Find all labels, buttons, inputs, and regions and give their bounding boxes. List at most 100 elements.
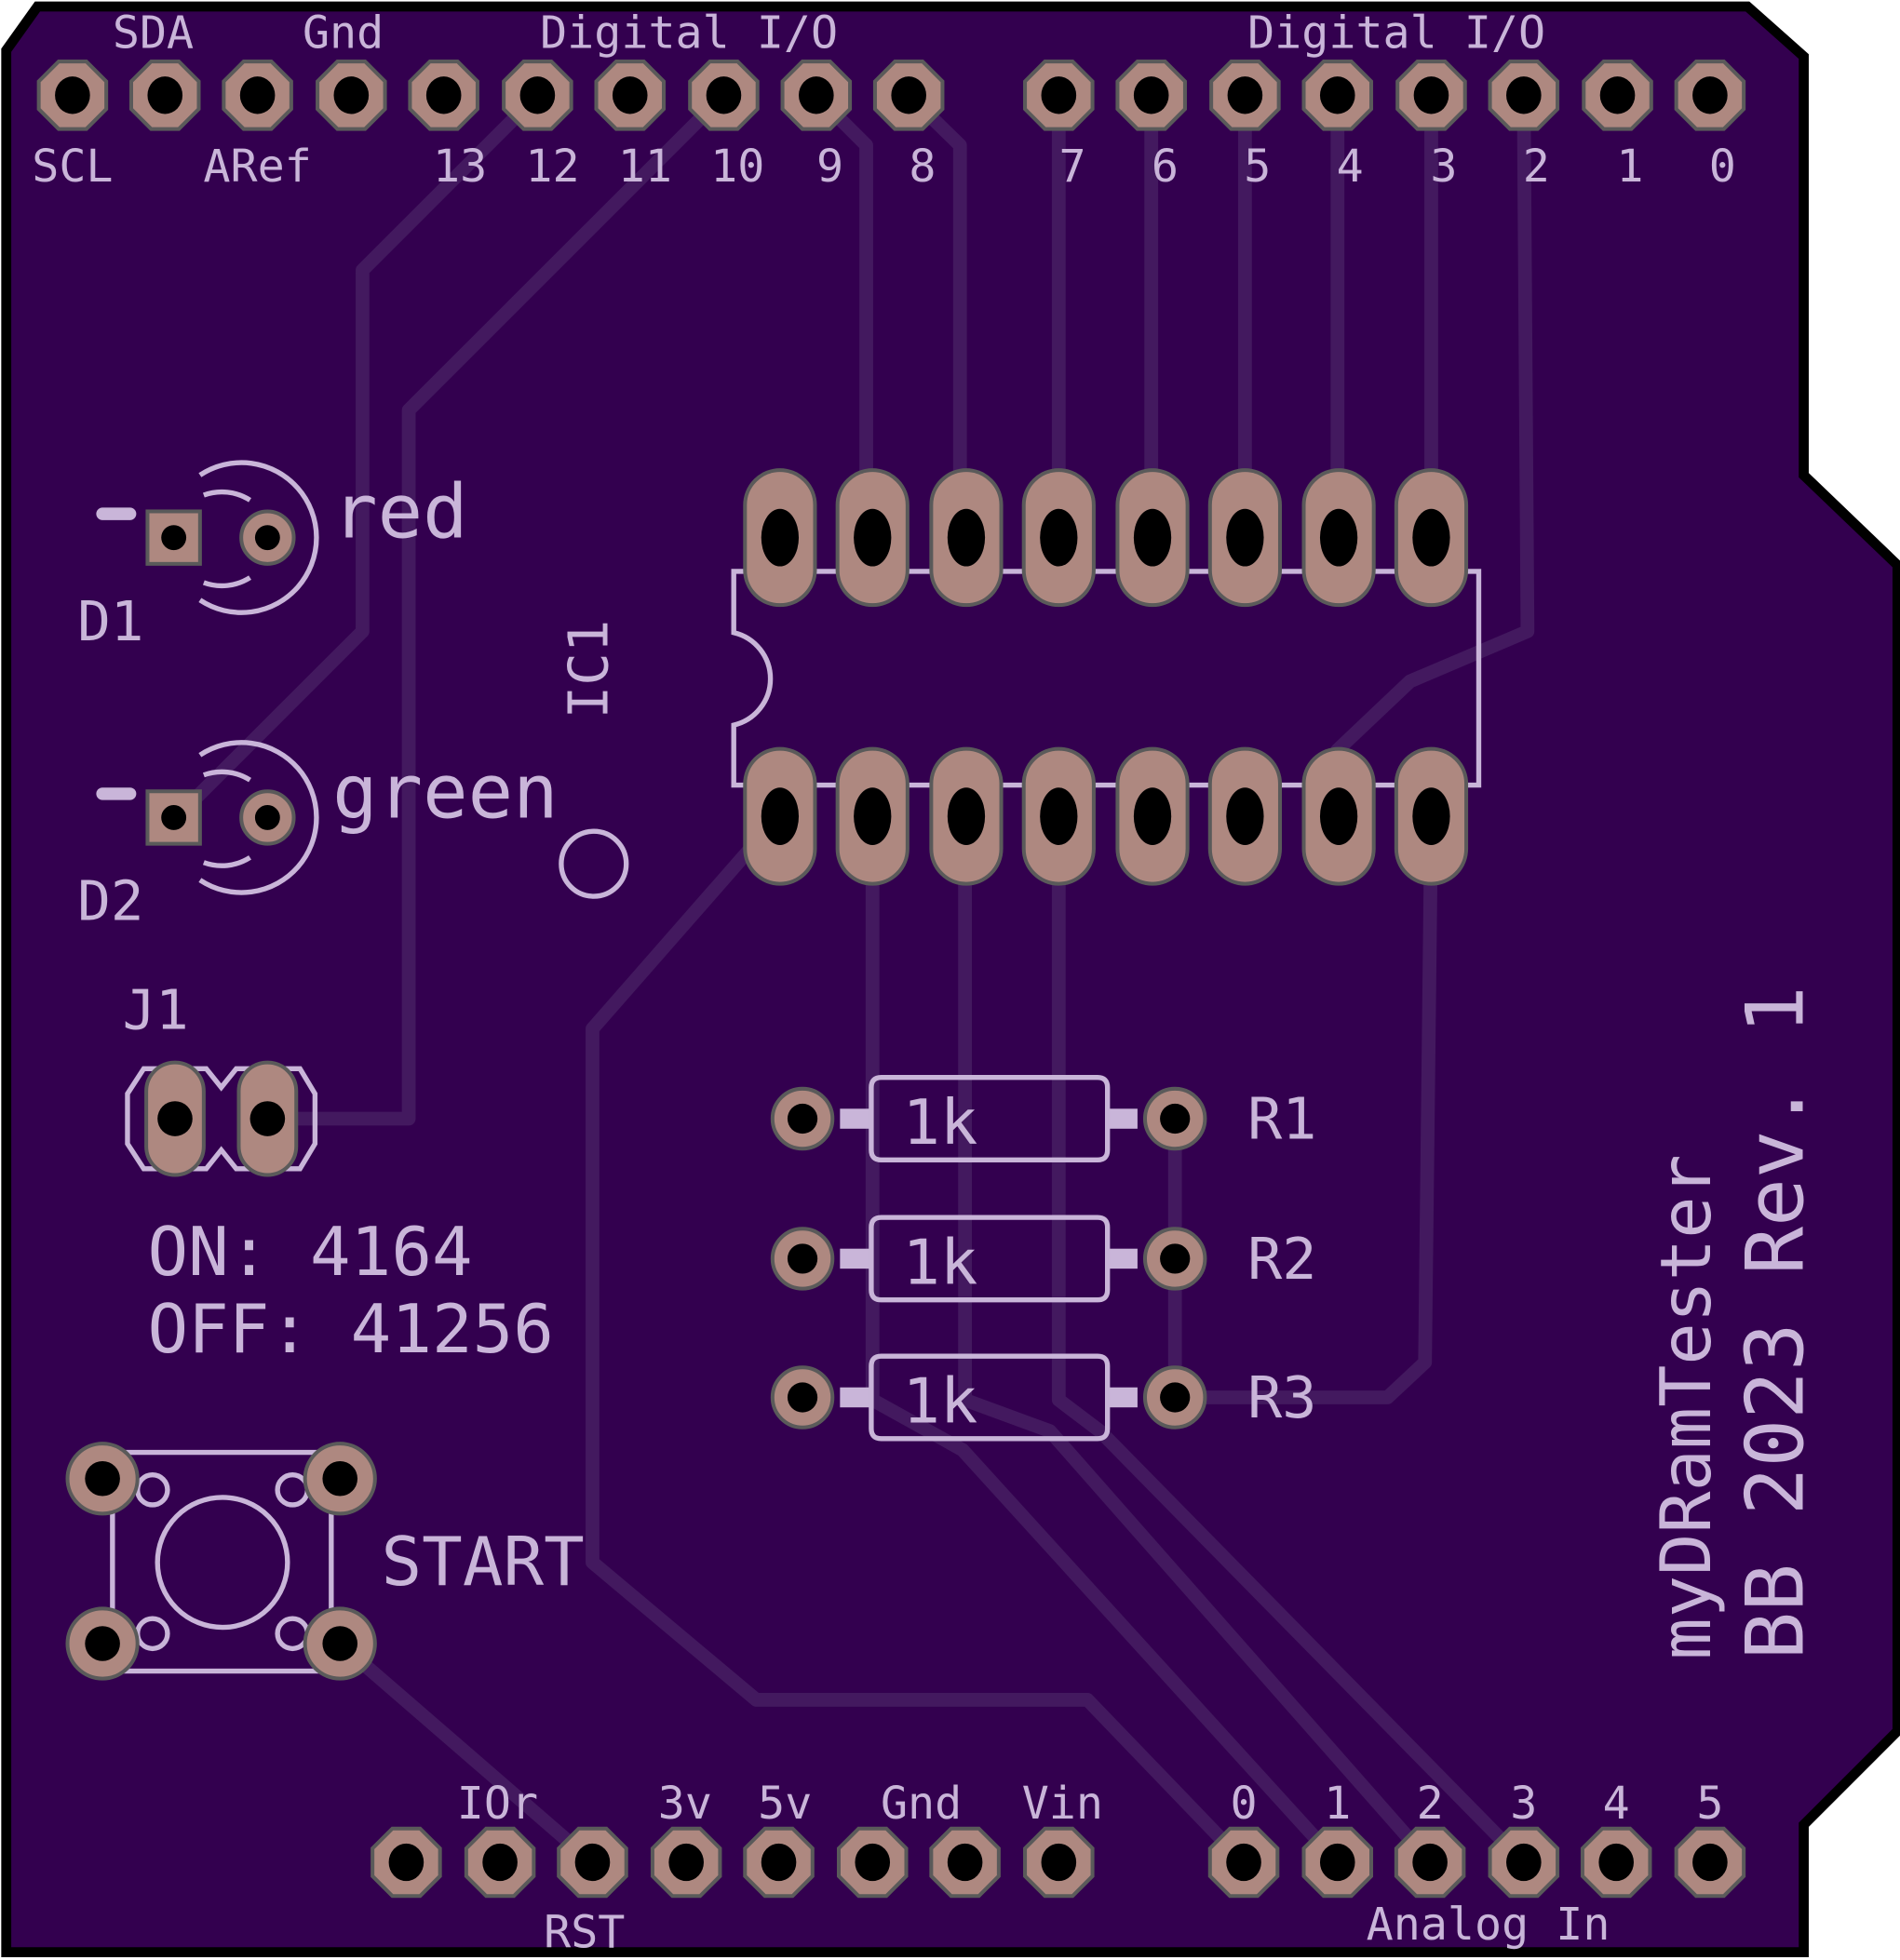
resistor-r2[interactable]: 1k R2 bbox=[770, 1215, 1317, 1303]
ic-pin[interactable] bbox=[1021, 468, 1096, 608]
top-header-pin[interactable] bbox=[36, 60, 109, 131]
ic-pin[interactable] bbox=[1301, 468, 1376, 608]
pin-label: 0 bbox=[1709, 141, 1736, 193]
pin-label: SCL bbox=[32, 141, 113, 193]
ic-pin[interactable] bbox=[1021, 746, 1096, 886]
led-d2[interactable]: green D2 bbox=[77, 740, 559, 933]
resistor-ref: R2 bbox=[1247, 1226, 1316, 1293]
top-header-pin[interactable] bbox=[408, 60, 479, 131]
top-header-pin[interactable] bbox=[872, 60, 945, 131]
top-header-pin[interactable] bbox=[502, 60, 573, 131]
top-header-pin[interactable] bbox=[780, 60, 853, 131]
ic-pin[interactable] bbox=[743, 468, 817, 608]
ic-pin[interactable] bbox=[1301, 746, 1376, 886]
bottom-header-pin[interactable] bbox=[836, 1826, 909, 1899]
ic-pin[interactable] bbox=[835, 468, 910, 608]
top-header-pin[interactable] bbox=[688, 60, 760, 131]
label-gnd: Gnd bbox=[303, 7, 384, 59]
power-pin-label: Gnd bbox=[881, 1778, 962, 1830]
bottom-header-pin[interactable] bbox=[1207, 1826, 1280, 1899]
analog-pin-label: 1 bbox=[1324, 1778, 1351, 1830]
trace bbox=[586, 809, 1251, 1870]
led-d1[interactable]: red D1 bbox=[77, 460, 468, 653]
top-header-pin[interactable] bbox=[1395, 60, 1467, 131]
jumper-ref: J1 bbox=[123, 977, 189, 1041]
bottom-header-pin[interactable] bbox=[929, 1826, 1001, 1899]
ic-pin[interactable] bbox=[1115, 468, 1190, 608]
power-pin-label: IOr bbox=[457, 1778, 538, 1830]
bottom-header-pin[interactable] bbox=[1674, 1826, 1746, 1899]
label-rst: RST bbox=[544, 1906, 625, 1958]
pin-label: 9 bbox=[816, 141, 843, 193]
pin-label: 5 bbox=[1244, 141, 1271, 193]
power-pin-labels: IOr 3v 5v Gnd Vin bbox=[457, 1778, 1103, 1830]
label-analog-in: Analog In bbox=[1367, 1899, 1610, 1951]
top-header-pin[interactable] bbox=[594, 60, 667, 131]
jumper-note-off: OFF: 41256 bbox=[147, 1291, 554, 1369]
trace bbox=[958, 809, 1437, 1870]
start-button[interactable]: START bbox=[65, 1442, 585, 1681]
pin-label: 4 bbox=[1337, 141, 1364, 193]
pin-label: ARef bbox=[203, 141, 311, 193]
power-pin-label: 5v bbox=[758, 1778, 812, 1830]
trace bbox=[168, 87, 545, 826]
bottom-header-pin[interactable] bbox=[743, 1826, 815, 1899]
top-header-pin[interactable] bbox=[1115, 60, 1187, 131]
pin-label: 3 bbox=[1430, 141, 1457, 193]
top-header-pin[interactable] bbox=[1301, 60, 1374, 131]
ic-pin[interactable] bbox=[1207, 468, 1283, 608]
ic-pin[interactable] bbox=[835, 746, 910, 886]
jumper-note-on: ON: 4164 bbox=[147, 1214, 472, 1292]
ic-pin[interactable] bbox=[1394, 468, 1469, 608]
top-header-pin[interactable] bbox=[1209, 60, 1281, 131]
ic-pin[interactable] bbox=[743, 746, 817, 886]
resistor-r3[interactable]: 1k R3 bbox=[770, 1353, 1317, 1442]
ic1-dip16[interactable]: IC1 bbox=[557, 468, 1482, 899]
ic-pin[interactable] bbox=[929, 468, 1004, 608]
resistor-ref: R3 bbox=[1247, 1364, 1316, 1431]
ic-pin[interactable] bbox=[929, 746, 1004, 886]
led-d1-ref: D1 bbox=[77, 589, 143, 653]
bottom-header-pin[interactable] bbox=[1488, 1826, 1560, 1899]
top-header-pin[interactable] bbox=[222, 60, 293, 131]
top-header-pin[interactable] bbox=[316, 60, 387, 131]
top-header-pin[interactable] bbox=[1582, 60, 1653, 131]
resistor-ref: R1 bbox=[1247, 1086, 1316, 1153]
bottom-header-pin[interactable] bbox=[1394, 1826, 1466, 1899]
pin-label: 7 bbox=[1059, 141, 1086, 193]
bottom-header-pin[interactable] bbox=[1580, 1826, 1652, 1899]
analog-pin-label: 5 bbox=[1696, 1778, 1723, 1830]
pin-label: 2 bbox=[1523, 141, 1550, 193]
bottom-header-pin[interactable] bbox=[1023, 1826, 1095, 1899]
power-pin-label: Vin bbox=[1022, 1778, 1103, 1830]
board-title: myDRamTester bbox=[1645, 1154, 1727, 1659]
top-header-pin[interactable] bbox=[1488, 60, 1560, 131]
jumper-j1[interactable]: J1 ON: 4164 OFF: 41256 bbox=[123, 977, 554, 1369]
top-header-pin[interactable] bbox=[128, 60, 201, 131]
trace bbox=[260, 87, 731, 1126]
ic-pin[interactable] bbox=[1207, 746, 1283, 886]
pin-label: 1 bbox=[1616, 141, 1643, 193]
label-digital-io-left: Digital I/O bbox=[540, 7, 838, 59]
top-header-pin[interactable] bbox=[1674, 60, 1746, 131]
top-header-pin[interactable] bbox=[1023, 60, 1095, 131]
pin-label: 13 bbox=[433, 141, 487, 193]
bottom-header-pin[interactable] bbox=[1301, 1826, 1374, 1899]
analog-pin-label: 0 bbox=[1230, 1778, 1257, 1830]
ic-pin[interactable] bbox=[1115, 746, 1190, 886]
bottom-header-pin[interactable] bbox=[464, 1826, 536, 1899]
led-d2-value: green bbox=[332, 747, 558, 835]
ic-pin[interactable] bbox=[1394, 746, 1469, 886]
pin1-marker bbox=[559, 828, 629, 899]
bottom-header-pin[interactable] bbox=[371, 1826, 442, 1899]
bottom-header-pin[interactable] bbox=[557, 1826, 628, 1899]
power-pin-label: 3v bbox=[658, 1778, 712, 1830]
resistor-value: 1k bbox=[902, 1226, 977, 1298]
resistor-value: 1k bbox=[902, 1364, 977, 1437]
bottom-header-pin[interactable] bbox=[650, 1826, 722, 1899]
